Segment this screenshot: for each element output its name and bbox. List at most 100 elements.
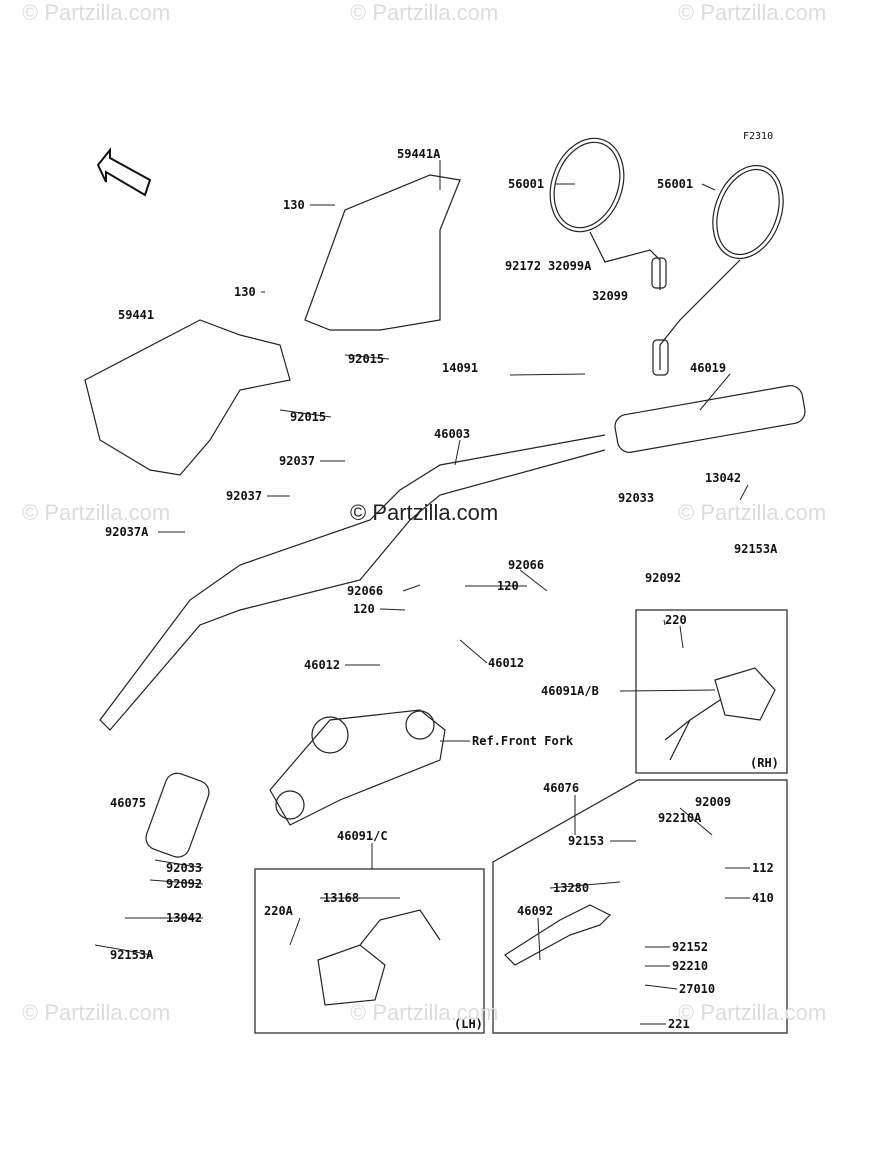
leader-line — [459, 639, 488, 664]
part-label: 46019 — [690, 361, 727, 375]
part-label: 92092 — [166, 877, 203, 891]
part-label: 32099A — [548, 259, 592, 273]
lh-switch-box — [254, 868, 485, 1034]
part-label: 130 — [283, 198, 305, 212]
part-label: 92066 — [508, 558, 545, 572]
part-label: 92033 — [618, 491, 655, 505]
leader-line — [701, 183, 716, 191]
switch-lh — [317, 909, 441, 1006]
leader-line — [679, 625, 684, 649]
part-label: 92153A — [110, 948, 154, 962]
part-label: 112 — [752, 861, 774, 875]
part-label: 46092 — [517, 904, 554, 918]
part-label: 46091A/B — [541, 684, 599, 698]
part-label: 46012 — [304, 658, 341, 672]
leader-line — [289, 917, 301, 946]
switch-rh — [664, 667, 776, 761]
watermark: © Partzilla.com — [678, 1000, 827, 1025]
rh-switch-box — [635, 609, 788, 774]
part-label: 92092 — [645, 571, 682, 585]
lever-assembly-box — [492, 779, 788, 1034]
part-label: 32099 — [592, 289, 629, 303]
hand-guard-59441 — [84, 319, 291, 476]
part-label: 92153A — [734, 542, 778, 556]
grip-46075 — [145, 772, 210, 858]
part-label: 92066 — [347, 584, 384, 598]
leader-line — [279, 409, 332, 418]
part-label: 92033 — [166, 861, 203, 875]
watermark: © Partzilla.com — [22, 1000, 171, 1025]
leader-line — [379, 608, 406, 611]
part-label: 410 — [752, 891, 774, 905]
part-label: 92153 — [568, 834, 605, 848]
part-label: 59441 — [118, 308, 155, 322]
part-label: 59441A — [397, 147, 441, 161]
part-label: 220 — [665, 613, 687, 627]
triple-clamp — [269, 709, 446, 826]
part-label: 13280 — [553, 881, 590, 895]
leader-line — [699, 373, 731, 411]
leader-line — [619, 689, 716, 692]
part-label: 46012 — [488, 656, 525, 670]
leader-line — [739, 484, 749, 501]
leader-line — [344, 354, 390, 360]
part-label: 92037A — [105, 525, 149, 539]
part-label: 13168 — [323, 891, 360, 905]
part-label: 120 — [497, 579, 519, 593]
front-arrow-icon — [96, 147, 152, 197]
watermark: © Partzilla.com — [22, 0, 171, 25]
leader-line — [644, 984, 678, 990]
handlebar-46003 — [99, 434, 606, 731]
part-label: 14091 — [442, 361, 479, 375]
part-label: 92210A — [658, 811, 702, 825]
part-label: 46075 — [110, 796, 147, 810]
part-label: 92009 — [695, 795, 732, 809]
part-label: 120 — [353, 602, 375, 616]
leader-line — [549, 881, 621, 889]
grip-46019 — [614, 385, 806, 453]
leader-line — [679, 807, 713, 836]
leader-line — [149, 879, 204, 885]
watermark: © Partzilla.com — [350, 1000, 499, 1025]
part-label: 27010 — [679, 982, 716, 996]
part-label: (RH) — [750, 756, 779, 770]
part-label: 92015 — [290, 410, 327, 424]
part-label: 92152 — [672, 940, 709, 954]
watermark: © Partzilla.com — [678, 0, 827, 25]
part-label: 92015 — [348, 352, 385, 366]
watermark: © Partzilla.com — [350, 0, 499, 25]
watermark: © Partzilla.com — [22, 500, 171, 525]
part-label: 13042 — [166, 911, 203, 925]
leader-line — [402, 584, 421, 592]
leader-line — [663, 619, 666, 626]
watermark: © Partzilla.com — [678, 500, 827, 525]
part-label: 56001 — [508, 177, 545, 191]
part-label: (LH) — [454, 1017, 483, 1031]
center-watermark: © Partzilla.com — [350, 500, 499, 525]
part-label: 92037 — [279, 454, 316, 468]
part-label: 92037 — [226, 489, 263, 503]
mirror-right — [652, 164, 784, 376]
lever-46092 — [504, 904, 612, 966]
part-label: 221 — [668, 1017, 690, 1031]
part-label: 13042 — [705, 471, 742, 485]
hand-guard-59441a — [304, 174, 461, 331]
leader-line — [537, 917, 541, 961]
leader-line — [154, 859, 204, 869]
leader-line — [509, 373, 586, 376]
leader-line — [519, 569, 548, 592]
part-label: 130 — [234, 285, 256, 299]
part-label: 46003 — [434, 427, 471, 441]
part-label: 46091/C — [337, 829, 388, 843]
figure-code: F2310 — [743, 131, 774, 142]
mirror-left — [549, 137, 667, 290]
part-label: Ref.Front Fork — [472, 734, 574, 748]
leader-line — [94, 944, 153, 956]
part-label: 56001 — [657, 177, 694, 191]
part-label: 92172 — [505, 259, 542, 273]
leader-line — [454, 439, 461, 466]
part-label: 92210 — [672, 959, 709, 973]
part-label: 46076 — [543, 781, 580, 795]
